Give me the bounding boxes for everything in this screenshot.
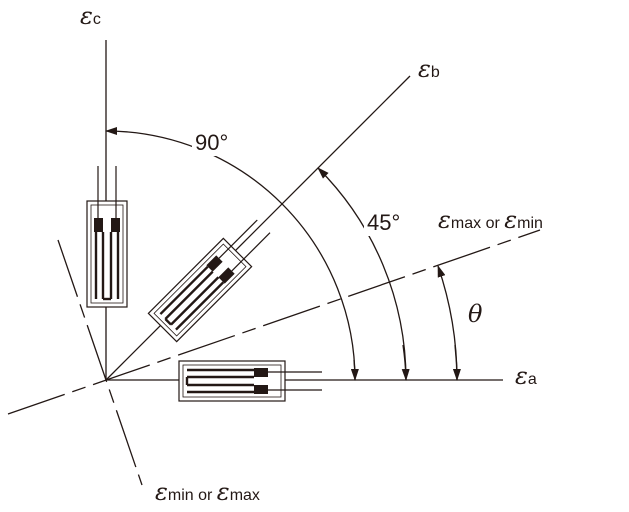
axis-b [105, 75, 411, 381]
arc-90-end [350, 359, 359, 381]
axis-principal-2 [57, 239, 143, 486]
label-eps-max-or-min: εmax or εmin [438, 206, 543, 234]
label-angle-90: 90° [192, 130, 232, 156]
label-eps-b: εb [418, 55, 440, 83]
axis-principal-1 [7, 229, 541, 415]
arc-45 [317, 167, 407, 381]
label-angle-45: 45° [364, 210, 404, 236]
label-eps-min-or-max: εmin or εmax [155, 478, 260, 506]
strain-gauge-c [86, 166, 128, 308]
strain-gauge-b [147, 219, 271, 343]
arc-theta [437, 265, 458, 381]
label-eps-c: εc [80, 2, 101, 30]
arc-theta-end [452, 344, 461, 381]
arc-90 [105, 127, 356, 381]
strain-gauge-a [178, 360, 322, 402]
label-angle-theta: θ [468, 300, 483, 328]
arc-45-end [401, 344, 410, 381]
label-eps-a: εa [515, 362, 537, 390]
